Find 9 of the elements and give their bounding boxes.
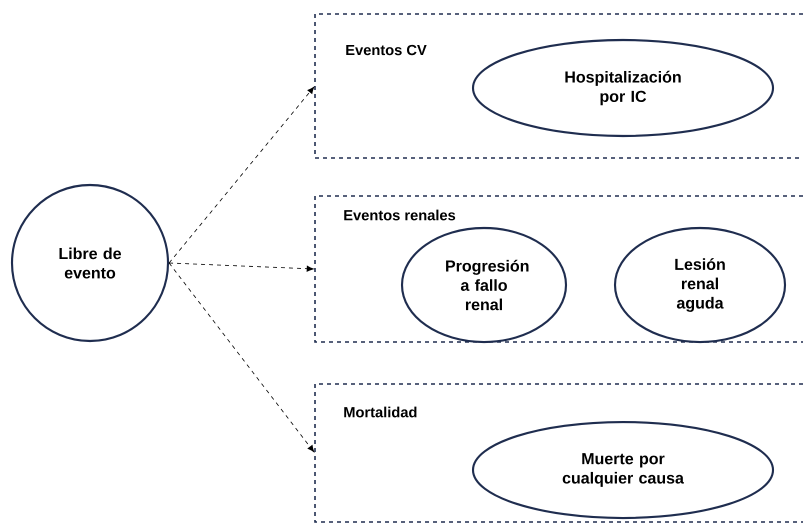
arrow [168,86,314,264]
arrow [168,262,314,452]
arrow [168,262,314,272]
group-heading: Eventos CV [346,44,427,56]
group-box [314,383,803,523]
group-heading: Eventos renales [344,210,456,220]
group-heading: Mortalidad [344,406,416,418]
group-box [314,195,803,343]
group-box [314,13,803,159]
